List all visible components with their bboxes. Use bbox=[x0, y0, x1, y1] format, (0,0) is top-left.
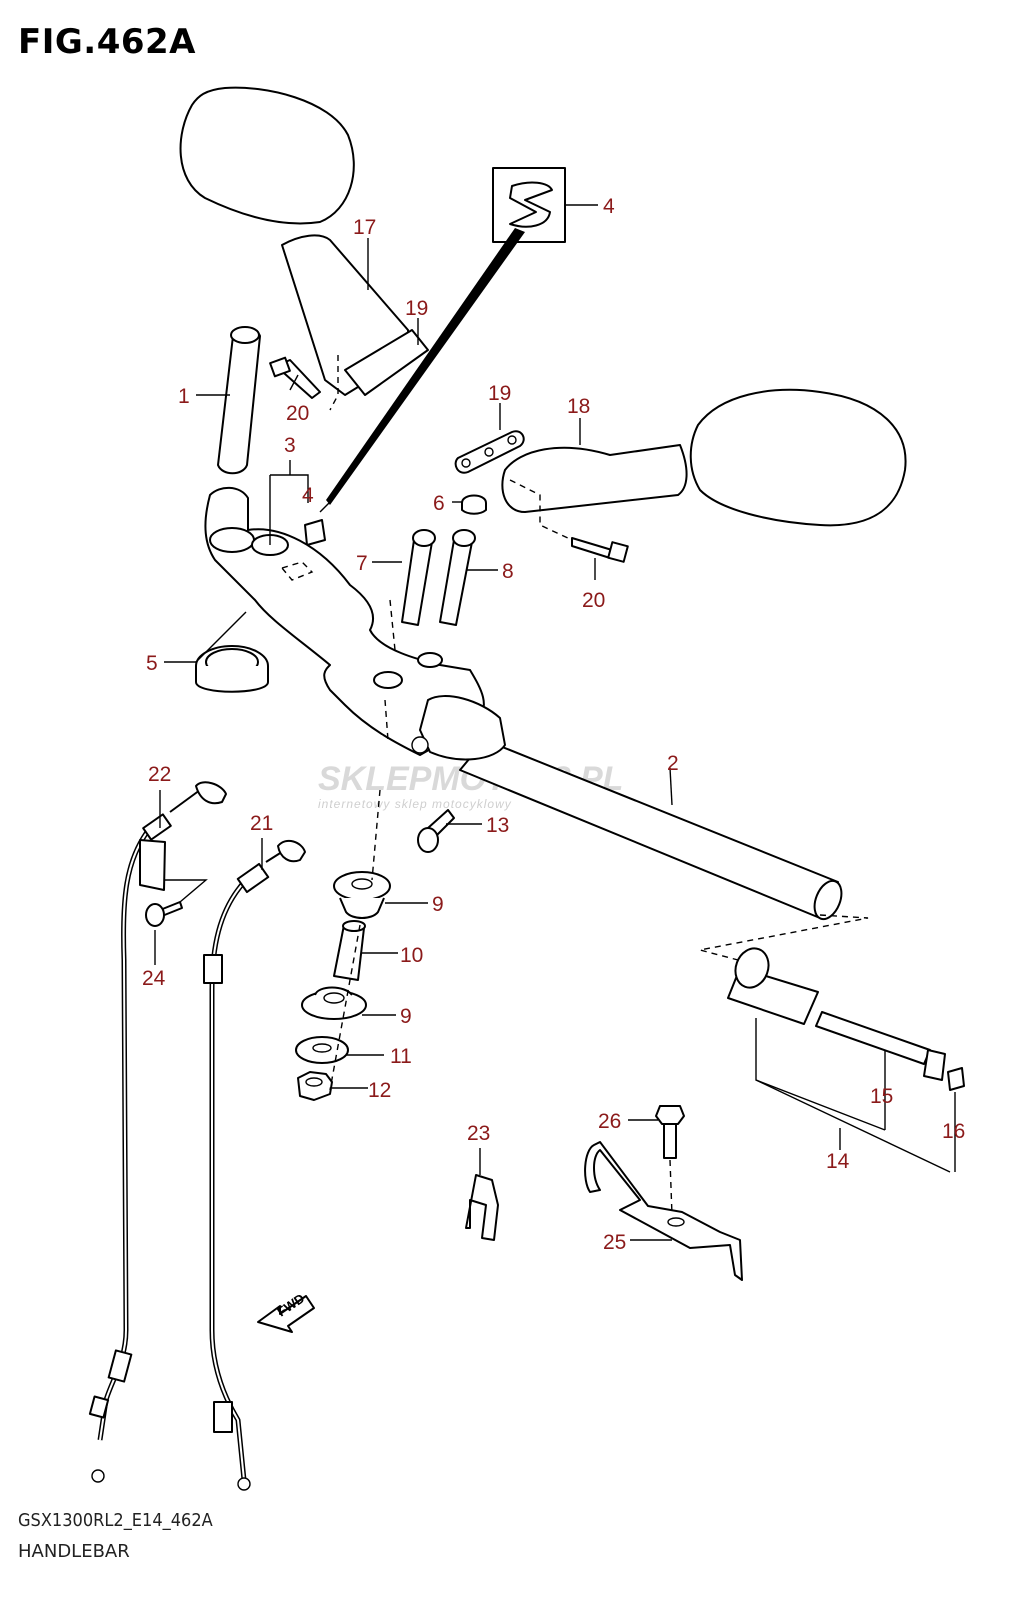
callout-4-top: 4 bbox=[603, 195, 615, 218]
callout-19-left: 19 bbox=[405, 297, 428, 320]
callout-22: 22 bbox=[148, 763, 171, 786]
part-9-rubber-upper bbox=[333, 871, 391, 919]
leader-lines bbox=[154, 204, 956, 1241]
part-8-bolt bbox=[439, 529, 476, 626]
part-15-bar-end-bolt bbox=[815, 1011, 946, 1081]
callout-19-right: 19 bbox=[488, 382, 511, 405]
part-16-bar-end-pin bbox=[947, 1067, 965, 1091]
callout-3: 3 bbox=[284, 434, 296, 457]
callout-20-right: 20 bbox=[582, 589, 605, 612]
callout-7: 7 bbox=[356, 552, 368, 575]
part-17-left-mirror bbox=[179, 86, 429, 411]
part-10-collar bbox=[333, 920, 366, 981]
callout-15: 15 bbox=[870, 1085, 893, 1108]
figure-title: FIG.462A bbox=[18, 22, 196, 62]
part-21-throttle-cable bbox=[203, 839, 306, 1491]
part-1-grip bbox=[217, 326, 261, 475]
watermark-tagline: internetowy sklep motocyklowy bbox=[318, 797, 512, 811]
part-11-washer bbox=[295, 1036, 349, 1064]
part-20-bolt-right bbox=[571, 537, 629, 563]
part-3-handlebar-holder bbox=[204, 486, 485, 756]
callout-8: 8 bbox=[502, 560, 514, 583]
callout-23: 23 bbox=[467, 1122, 490, 1145]
part-14-bar-end-weight bbox=[727, 947, 819, 1025]
part-2-handlebar-tube bbox=[411, 695, 843, 921]
callout-21: 21 bbox=[250, 812, 273, 835]
part-20-bolt-left bbox=[269, 356, 321, 399]
callout-17: 17 bbox=[353, 216, 376, 239]
callout-labels: 1 2 3 4 4 5 6 7 8 9 10 9 11 12 13 14 15 … bbox=[142, 195, 965, 1254]
part-26-bolt bbox=[655, 1105, 685, 1216]
part-5-ring bbox=[195, 645, 269, 693]
part-19-clamp-right bbox=[454, 430, 525, 474]
callout-14: 14 bbox=[826, 1150, 850, 1173]
callout-11: 11 bbox=[390, 1045, 412, 1068]
callout-4-holder: 4 bbox=[302, 484, 314, 507]
callout-16: 16 bbox=[942, 1120, 965, 1143]
footer-section-name: HANDLEBAR bbox=[18, 1541, 130, 1562]
part-9-rubber-lower bbox=[301, 986, 367, 1020]
callout-10: 10 bbox=[400, 944, 423, 967]
callout-1: 1 bbox=[178, 385, 190, 408]
callout-5: 5 bbox=[146, 652, 158, 675]
footer-model-code: GSX1300RL2_E14_462A bbox=[18, 1510, 213, 1531]
part-23-cable-clamp bbox=[465, 1174, 499, 1241]
part-24-screw bbox=[145, 879, 208, 927]
callout-26: 26 bbox=[598, 1110, 621, 1133]
part-18-right-mirror bbox=[501, 388, 907, 541]
callout-9-upper: 9 bbox=[432, 893, 444, 916]
callout-6: 6 bbox=[433, 492, 445, 515]
part-6-cap bbox=[461, 494, 487, 515]
callout-2: 2 bbox=[667, 752, 679, 775]
break-lines bbox=[329, 789, 869, 1091]
callout-20-left: 20 bbox=[286, 402, 309, 425]
callout-24: 24 bbox=[142, 967, 166, 990]
part-13-bolt bbox=[417, 809, 455, 853]
part-12-nut bbox=[297, 1071, 333, 1101]
fwd-arrow-icon: FWD bbox=[257, 1290, 315, 1333]
part-25-bracket bbox=[584, 1141, 743, 1281]
callout-25: 25 bbox=[603, 1231, 626, 1254]
part-22-throttle-cable bbox=[88, 781, 227, 1483]
part-7-bolt bbox=[401, 529, 436, 626]
callout-12: 12 bbox=[368, 1079, 391, 1102]
callout-9-lower: 9 bbox=[400, 1005, 412, 1028]
callout-18: 18 bbox=[567, 395, 590, 418]
callout-13: 13 bbox=[486, 814, 509, 837]
